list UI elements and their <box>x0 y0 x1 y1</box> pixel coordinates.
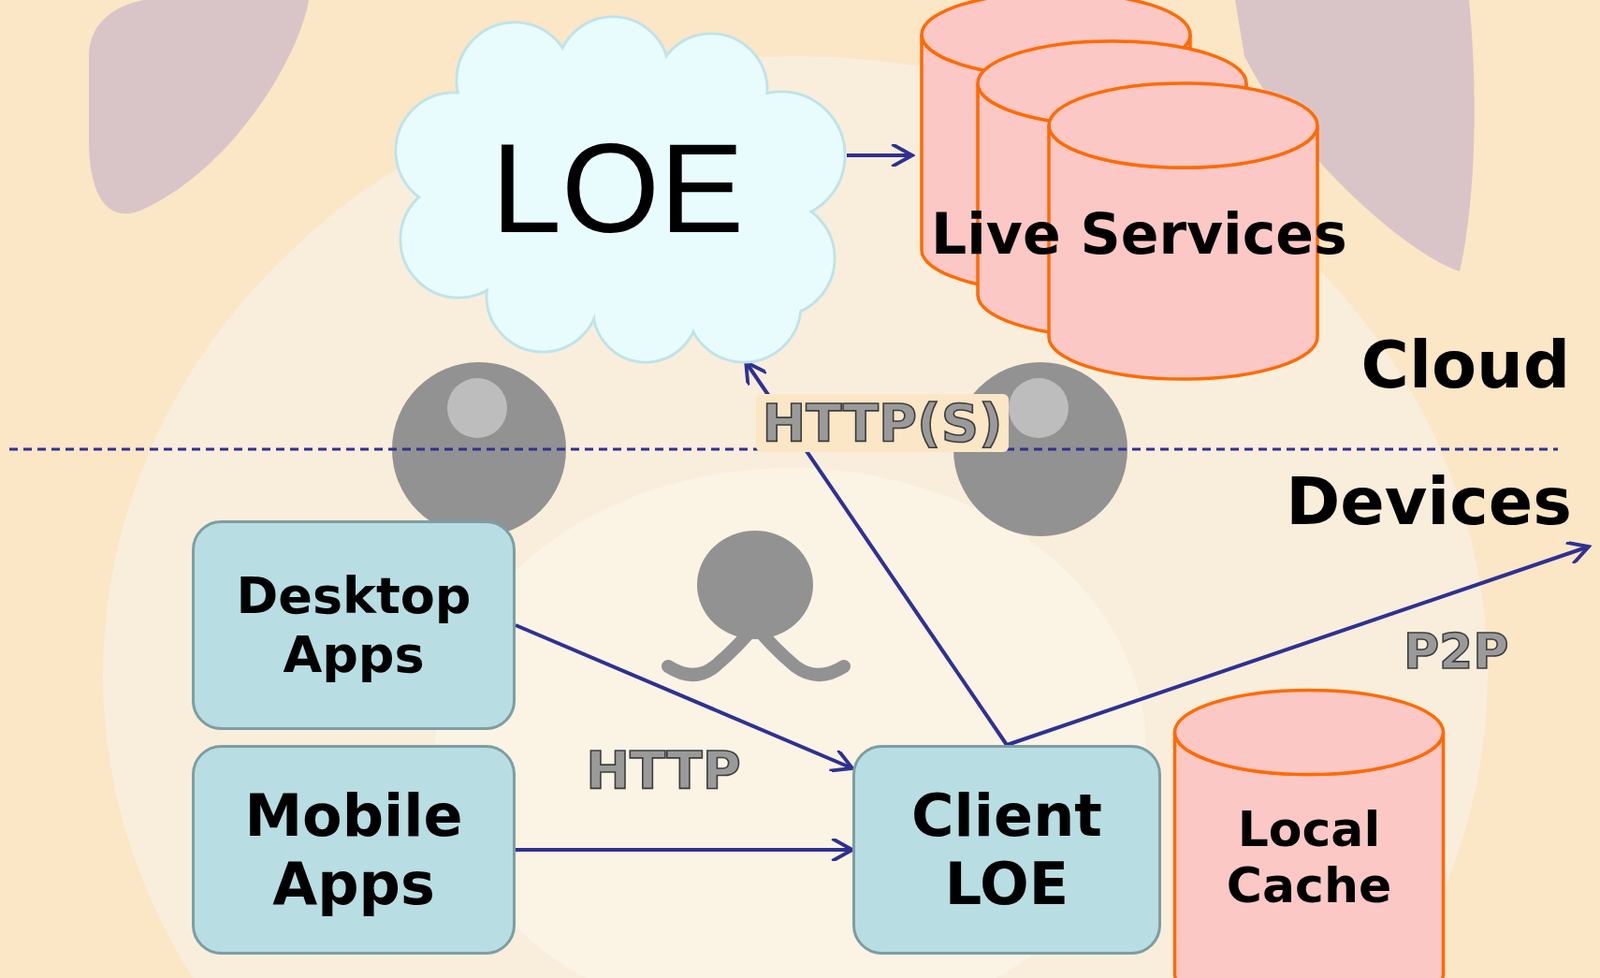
edge-label: HTTP(S) <box>756 393 1008 452</box>
connector-arrow <box>846 153 913 158</box>
cloud-service: LOE <box>388 14 847 363</box>
connector-arrow <box>515 847 853 852</box>
edge-label: HTTP <box>585 741 742 800</box>
bear-muzzle <box>435 467 1147 978</box>
node-text: Live Services <box>930 201 1348 267</box>
box-outline <box>854 746 1161 954</box>
node-text: Desktop Apps <box>213 566 495 684</box>
node-text: LOE <box>491 116 744 262</box>
database-stack: Live Services <box>912 0 1367 384</box>
process-box: Client LOE <box>852 744 1162 955</box>
node-text: Client LOE <box>871 781 1143 918</box>
eye-highlight <box>1008 378 1069 438</box>
box-outline <box>193 522 515 729</box>
node-text: Local Cache <box>1192 800 1426 914</box>
database-cylinder: Local Cache <box>1173 688 1445 978</box>
region-label: Devices <box>1285 465 1572 539</box>
process-box: Desktop Apps <box>191 520 516 730</box>
cloud-fill <box>439 71 796 315</box>
process-box: Mobile Apps <box>191 744 516 955</box>
protocol-label: P2P <box>1403 625 1509 679</box>
eye-highlight <box>447 378 508 438</box>
cylinder-top <box>1175 690 1444 775</box>
node-text: Mobile Apps <box>213 781 495 918</box>
bear-mouth <box>668 625 844 675</box>
box-outline <box>193 746 515 954</box>
bear-ear <box>88 0 309 214</box>
database-stack-outline <box>912 0 1367 384</box>
cylinder-top <box>1048 83 1318 168</box>
bear-face <box>102 56 1488 978</box>
region-label: Cloud <box>1361 329 1571 402</box>
